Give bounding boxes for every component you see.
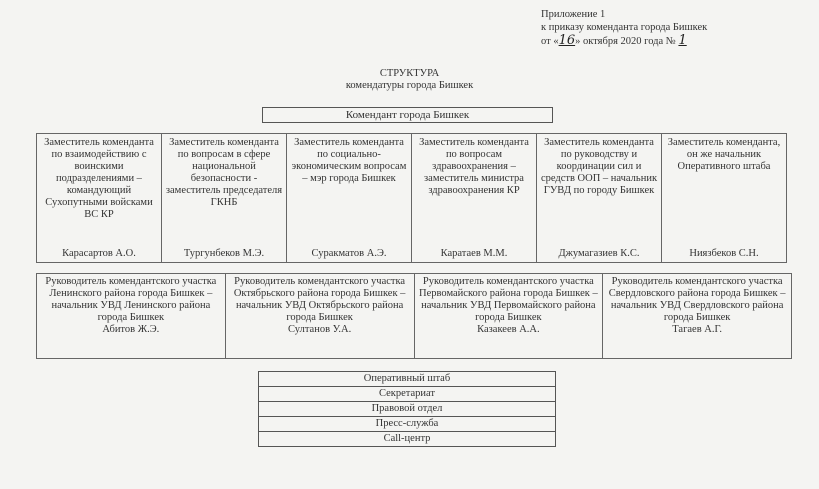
- district-name: Султанов У.А.: [288, 324, 352, 335]
- districts-row: Руководитель комендантского участка Лени…: [36, 273, 792, 359]
- deputy-box: Заместитель коменданта по взаимодействию…: [37, 134, 162, 262]
- deputy-role: Заместитель коменданта, он же начальник …: [667, 137, 781, 172]
- date-mid: » октября 2020 года №: [575, 36, 676, 47]
- unit-row: Пресс-служба: [259, 417, 555, 432]
- district-name: Тагаев А.Г.: [672, 324, 722, 335]
- district-role: Руководитель комендантского участка Лени…: [45, 276, 217, 323]
- district-role: Руководитель комендантского участка Октя…: [233, 276, 406, 323]
- units-table: Оперативный штаб Секретариат Правовой от…: [258, 371, 556, 447]
- document-title: СТРУКТУРА комендатуры города Бишкек: [0, 68, 819, 92]
- district-box: Руководитель комендантского участка Свер…: [603, 274, 791, 358]
- deputy-name: Каратаев М.М.: [440, 248, 508, 259]
- appendix-line: Приложение 1: [541, 9, 606, 20]
- unit-row: Правовой отдел: [259, 402, 555, 417]
- deputy-name: Суракматов А.Э.: [311, 248, 387, 259]
- deputy-name: Ниязбеков С.Н.: [689, 248, 759, 259]
- district-box: Руководитель комендантского участка Октя…: [226, 274, 415, 358]
- deputy-name: Джумагазиев К.С.: [558, 248, 640, 259]
- handwritten-day: 16: [558, 33, 576, 48]
- deputy-box: Заместитель коменданта по вопросам в сфе…: [162, 134, 287, 262]
- order-line: к приказу коменданта города Бишкек: [541, 22, 708, 33]
- date-line: от «16» октября 2020 года № 1: [541, 34, 707, 48]
- appendix-header: Приложение 1 к приказу коменданта города…: [541, 8, 707, 48]
- deputy-box: Заместитель коменданта по вопросам здрав…: [412, 134, 537, 262]
- district-role: Руководитель комендантского участка Перв…: [419, 276, 598, 323]
- unit-row: Оперативный штаб: [259, 372, 555, 387]
- title-main: СТРУКТУРА: [379, 68, 440, 79]
- unit-row: Секретариат: [259, 387, 555, 402]
- handwritten-number: 1: [678, 33, 687, 48]
- deputy-name: Карасартов А.О.: [62, 248, 136, 259]
- district-name: Казакеев А.А.: [477, 324, 540, 335]
- unit-row: Call-центр: [383, 433, 431, 444]
- deputy-role: Заместитель коменданта по социально-экон…: [291, 137, 407, 184]
- deputies-row: Заместитель коменданта по взаимодействию…: [36, 133, 787, 263]
- district-role: Руководитель комендантского участка Свер…: [608, 276, 786, 323]
- deputy-box: Заместитель коменданта, он же начальник …: [662, 134, 786, 262]
- deputy-role: Заместитель коменданта по вопросам здрав…: [419, 137, 529, 196]
- district-box: Руководитель комендантского участка Лени…: [37, 274, 226, 358]
- deputy-name: Тургунбеков М.Э.: [183, 248, 265, 259]
- title-sub: комендатуры города Бишкек: [345, 80, 474, 91]
- date-prefix: от «: [541, 36, 559, 47]
- district-name: Абитов Ж.Э.: [102, 324, 160, 335]
- deputy-role: Заместитель коменданта по вопросам в сфе…: [165, 137, 283, 208]
- deputy-box: Заместитель коменданта по руководству и …: [537, 134, 662, 262]
- commandant-box: Комендант города Бишкек: [262, 107, 553, 123]
- district-box: Руководитель комендантского участка Перв…: [415, 274, 604, 358]
- deputy-box: Заместитель коменданта по социально-экон…: [287, 134, 412, 262]
- deputy-role: Заместитель коменданта по взаимодействию…: [44, 137, 154, 220]
- deputy-role: Заместитель коменданта по руководству и …: [540, 137, 658, 196]
